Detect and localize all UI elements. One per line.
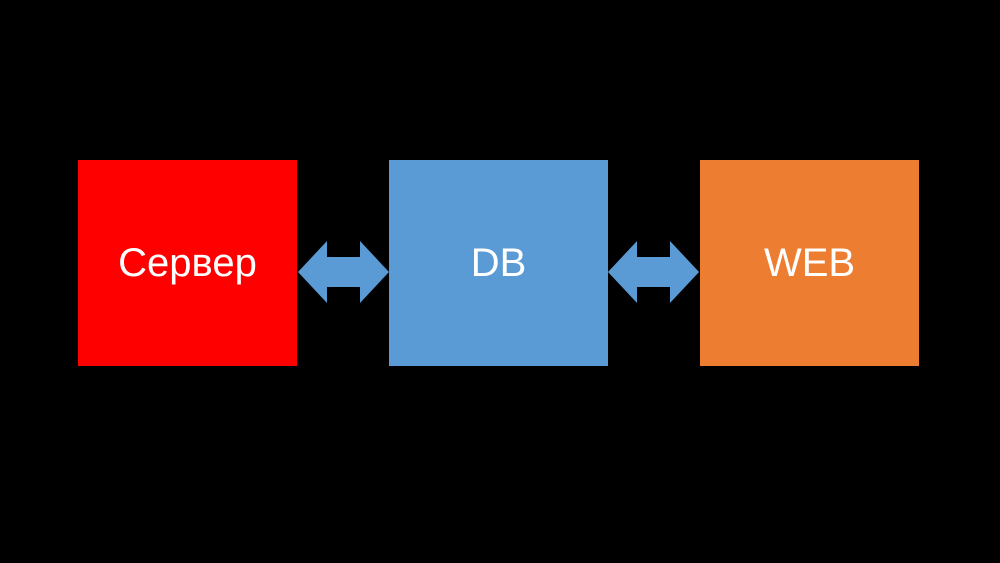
bidirectional-arrow-db-web [608, 241, 699, 303]
arrow-shape [298, 241, 389, 303]
arrow-shape [608, 241, 699, 303]
db-node-label: DB [470, 241, 527, 285]
bidirectional-arrow-server-db [298, 241, 389, 303]
server-node-label: Сервер [118, 241, 257, 285]
db-node: DB [389, 160, 608, 366]
web-node-label: WEB [763, 241, 856, 285]
web-node: WEB [700, 160, 919, 366]
server-node: Сервер [78, 160, 297, 366]
